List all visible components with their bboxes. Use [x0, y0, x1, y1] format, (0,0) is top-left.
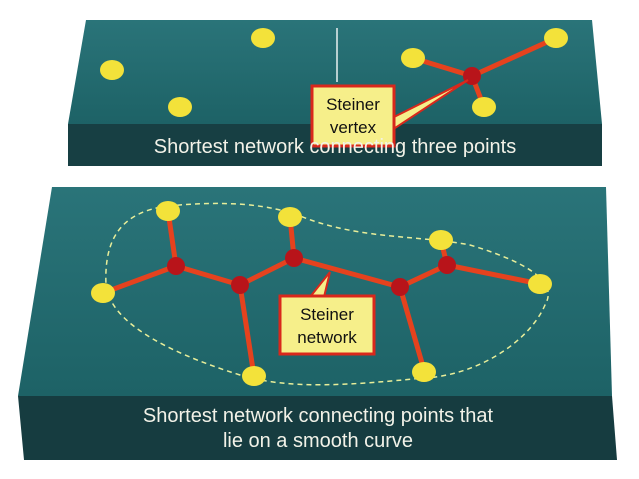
steiner-network-label-box [278, 294, 376, 356]
bottom-panel-front [18, 396, 617, 460]
network-label-line2: network [297, 328, 357, 347]
top-panel: Steiner vertex Shortest network connecti… [68, 20, 602, 166]
steiner-vertices [167, 249, 456, 296]
bottom-caption-line2: lie on a smooth curve [223, 430, 413, 452]
steiner-vertex-label-box [310, 84, 396, 148]
steiner-tree-three [401, 28, 568, 117]
unconnected-points [100, 28, 275, 117]
label-line1: Steiner [326, 95, 380, 114]
steiner-network [91, 201, 552, 386]
bottom-panel: Steiner network Shortest network connect… [18, 187, 617, 460]
top-caption: Shortest network connecting three points [154, 136, 516, 158]
curve-points [91, 201, 552, 386]
network-label-line1: Steiner [300, 305, 354, 324]
bottom-caption-line1: Shortest network connecting points that [143, 405, 494, 427]
top-panel-surface [68, 20, 602, 124]
label-line2: vertex [330, 118, 377, 137]
